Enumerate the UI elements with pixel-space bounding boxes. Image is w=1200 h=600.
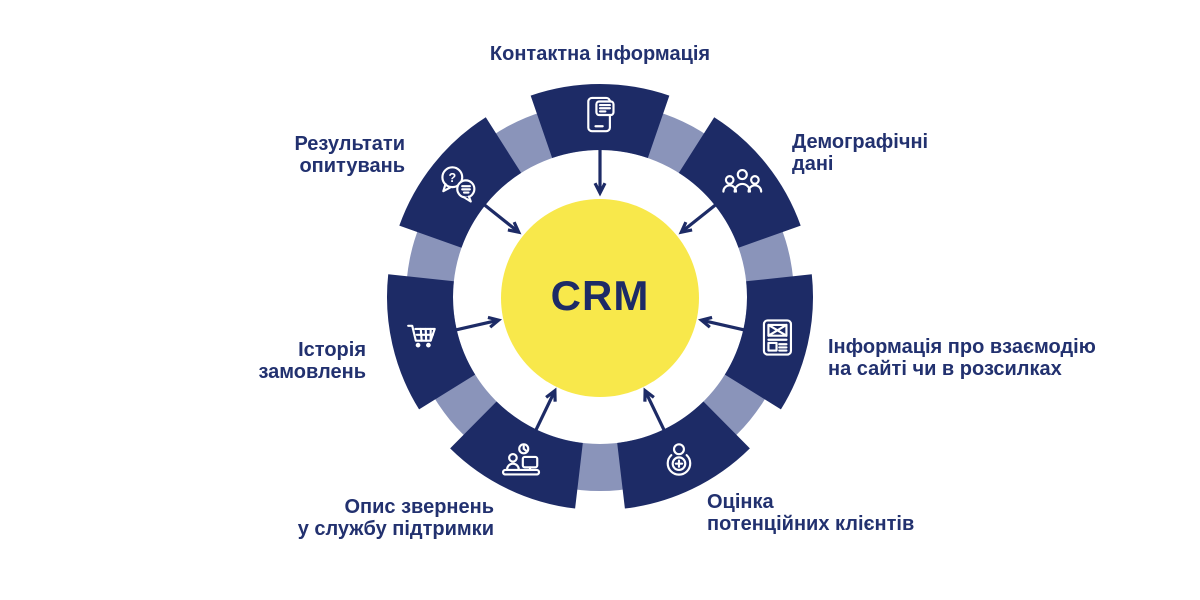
label-line: потенційних клієнтів <box>707 513 915 535</box>
label-line: Інформація про взаємодію <box>828 336 1096 358</box>
label-line: опитувань <box>299 155 405 177</box>
svg-text:?: ? <box>448 171 456 185</box>
label-line: Опис звернень <box>344 496 494 518</box>
label-line: дані <box>792 153 834 175</box>
label-line: Демографічні <box>792 131 929 153</box>
segment-arc-shopping-cart <box>386 274 476 410</box>
arrow-to-center-1 <box>678 203 717 235</box>
segment-label-survey-results: Результати опитувань <box>294 133 405 177</box>
label-line: замовлень <box>258 361 366 383</box>
label-line: у службу підтримки <box>297 518 494 540</box>
arrow-to-center-4 <box>534 387 557 432</box>
segment-label-order-history: Історія замовлень <box>258 339 366 383</box>
segment-arc-people-group <box>678 117 801 248</box>
segment-label-demographic-data: Демографічні дані <box>792 131 928 175</box>
support-desk-icon <box>501 443 541 476</box>
segment-label-lead-scoring: Оцінка потенційних клієнтів <box>707 491 914 535</box>
arrow-to-center-0 <box>593 149 607 197</box>
arrow-to-center-2 <box>697 315 745 332</box>
phone-document-icon <box>587 96 615 133</box>
lead-person-plus-icon <box>666 443 692 476</box>
arrow-to-center-6 <box>483 203 522 235</box>
segment-label-contact-info: Контактна інформація <box>490 43 710 65</box>
crm-center-circle <box>501 199 699 397</box>
arrow-to-center-5 <box>455 315 503 332</box>
label-line: Результати <box>294 133 405 155</box>
arrow-to-center-3 <box>643 387 666 432</box>
segment-arc-newsletter <box>724 274 814 410</box>
label-line: Контактна інформація <box>489 43 711 65</box>
label-line: Оцінка <box>707 491 774 513</box>
newsletter-icon <box>762 319 793 356</box>
label-line: Історія <box>298 339 366 361</box>
segment-label-support-requests: Опис звернень у службу підтримки <box>298 496 494 540</box>
chat-question-icon: ? <box>441 166 476 203</box>
segment-label-site-interaction: Інформація про взаємодію на сайті чи в р… <box>828 336 1096 380</box>
shopping-cart-icon <box>407 324 436 348</box>
label-line: на сайті чи в розсилках <box>828 358 1062 380</box>
segment-arc-phone-document <box>530 83 670 159</box>
crm-center-label: CRM <box>550 272 650 320</box>
people-group-icon <box>722 168 763 193</box>
segment-arc-lead-person-plus <box>617 401 750 509</box>
